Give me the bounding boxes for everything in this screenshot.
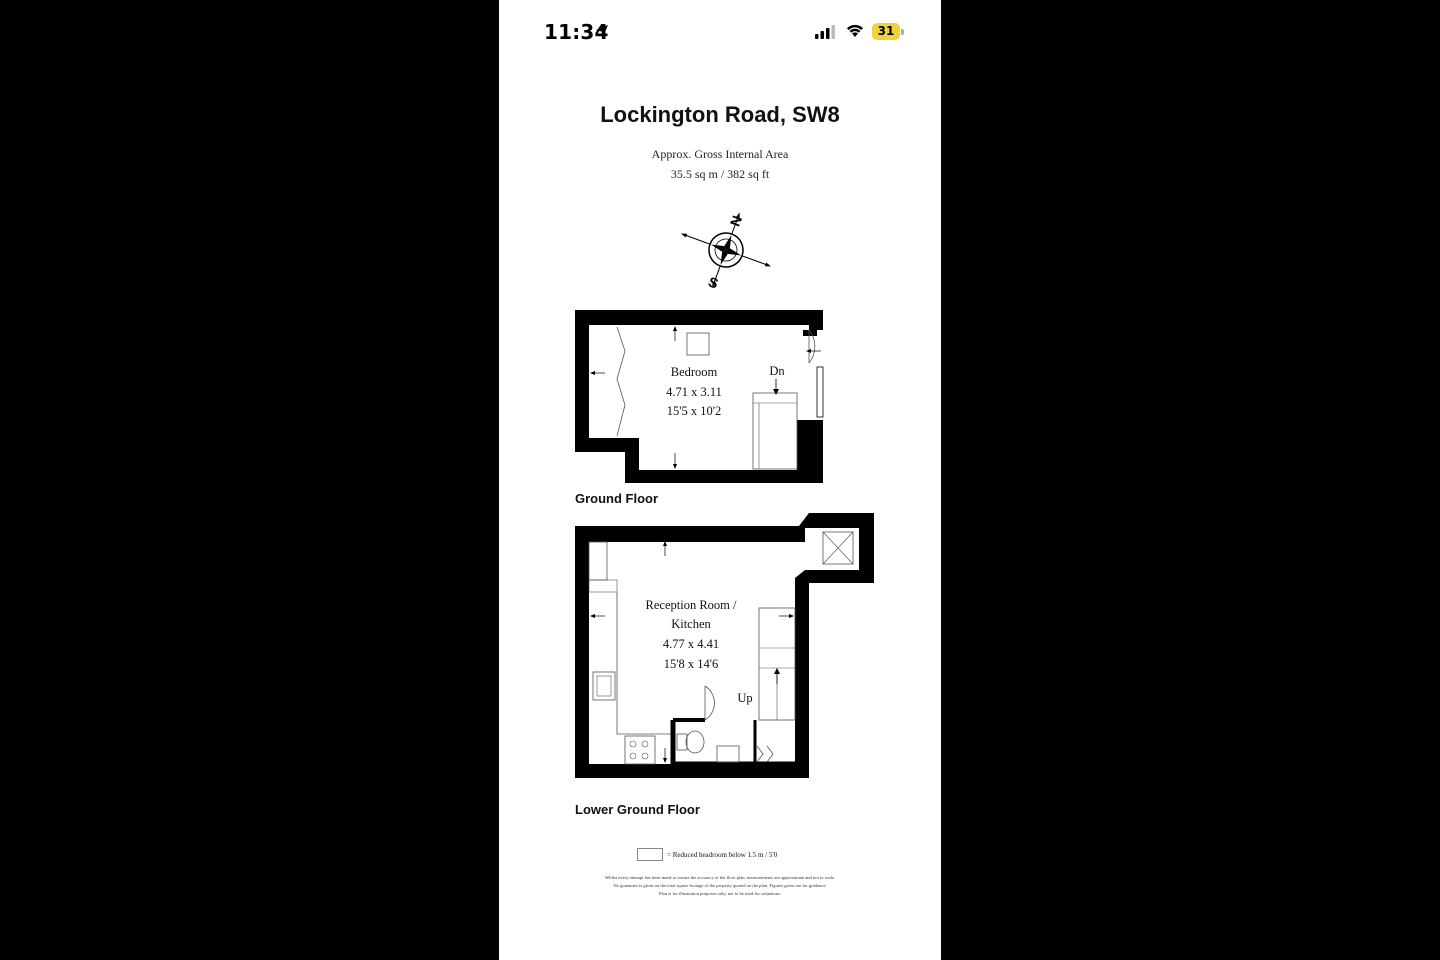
reception-metric: 4.77 x 4.41 — [663, 637, 719, 651]
floorplan-title: Lockington Road, SW8 — [600, 102, 840, 127]
reception-name-line1: Reception Room / — [646, 598, 737, 612]
ground-stairs-label: Dn — [769, 364, 785, 378]
area-label: Approx. Gross Internal Area — [651, 147, 789, 161]
disclaimer: Whilst every attempt has been made to en… — [569, 874, 871, 898]
battery-icon: 31 — [872, 23, 900, 40]
status-time: 11:34 — [544, 20, 609, 44]
lower-ground-floor-plan: Reception Room / Kitchen 4.77 x 4.41 15'… — [575, 513, 874, 778]
bedroom-metric: 4.71 x 3.11 — [666, 385, 722, 399]
disclaimer-line: Plan is for illustration purposes only, … — [658, 891, 782, 896]
ground-floor-plan: Bedroom 4.71 x 3.11 15'5 x 10'2 Dn — [575, 310, 824, 483]
reception-name-line2: Kitchen — [671, 617, 711, 631]
status-bar: 11:34 31 — [499, 0, 941, 60]
bedroom-imperial: 15'5 x 10'2 — [667, 404, 722, 418]
legend: = Reduced headroom below 1.5 m / 5'0 — [637, 848, 777, 861]
disclaimer-line: No guarantee is given on the total squar… — [613, 883, 827, 888]
legend-text: = Reduced headroom below 1.5 m / 5'0 — [667, 850, 778, 859]
reduced-headroom-swatch — [637, 848, 663, 861]
location-arrow-icon — [596, 25, 608, 37]
compass-north-label: N — [727, 214, 745, 229]
battery-nub — [901, 29, 904, 35]
phone-screen: 11:34 31 Lockington Road, SW8 Approx. Gr… — [499, 0, 941, 960]
disclaimer-line: Whilst every attempt has been made to en… — [604, 875, 836, 880]
area-value: 35.5 sq m / 382 sq ft — [670, 167, 770, 181]
lower-ground-floor-label: Lower Ground Floor — [575, 802, 700, 817]
bedroom-name: Bedroom — [671, 365, 718, 379]
lower-stairs-label: Up — [737, 691, 752, 705]
wifi-icon — [847, 24, 863, 37]
compass-rose-icon: N S — [680, 212, 771, 292]
cellular-signal-icon — [815, 25, 835, 39]
ground-floor-label: Ground Floor — [575, 491, 659, 506]
reception-imperial: 15'8 x 14'6 — [664, 657, 719, 671]
compass-south-label: S — [706, 273, 720, 291]
